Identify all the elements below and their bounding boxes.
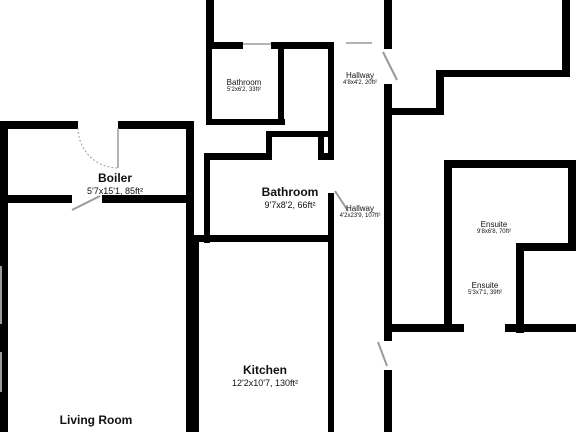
door-leaf	[71, 195, 101, 211]
room-label-ensuite-bottom: Ensuite 5'3x7'1, 39ft²	[456, 281, 514, 297]
room-dimensions: 9'7x8'2, 66ft²	[264, 199, 316, 210]
room-name: Ensuite	[480, 220, 508, 229]
room-label-kitchen: Kitchen 12'2x10'7, 130ft²	[210, 363, 320, 388]
wall	[102, 195, 194, 203]
wall	[328, 243, 334, 432]
wall	[206, 49, 212, 125]
wall	[384, 370, 392, 432]
room-label-boiler: Boiler 5'7x15'1, 85ft²	[60, 171, 170, 196]
wall	[392, 108, 442, 115]
wall	[444, 160, 452, 330]
room-label-hallway-top: Hallway 4'8x4'2, 20ft²	[330, 71, 390, 87]
wall	[0, 195, 72, 203]
room-label-hallway-main: Hallway 4'2x23'9, 107ft²	[331, 204, 389, 220]
wall	[206, 0, 214, 49]
room-dimensions: 5'2x6'2, 33ft²	[227, 87, 261, 94]
door-leaf	[382, 51, 398, 81]
room-label-living-room: Living Room	[46, 413, 146, 428]
window-mark	[0, 352, 2, 392]
room-dimensions: 4'2x23'9, 107ft²	[339, 213, 381, 220]
room-name: Living Room	[59, 413, 133, 427]
wall	[436, 70, 566, 77]
room-dimensions: 5'7x15'1, 85ft²	[87, 185, 143, 196]
wall	[318, 153, 334, 160]
wall	[436, 70, 444, 115]
wall	[278, 49, 284, 125]
door-leaf	[334, 190, 349, 212]
wall	[328, 42, 334, 160]
wall	[384, 0, 392, 49]
wall	[190, 235, 199, 432]
wall	[444, 160, 576, 168]
wall	[0, 121, 8, 432]
room-name: Bathroom	[226, 78, 262, 87]
wall	[392, 324, 464, 332]
wall	[318, 131, 324, 160]
door-leaf	[377, 341, 388, 367]
room-name: Kitchen	[242, 363, 287, 377]
wall	[266, 131, 328, 137]
wall	[505, 324, 576, 332]
wall	[206, 119, 285, 125]
room-name: Hallway	[345, 204, 374, 213]
wall	[568, 160, 576, 250]
wall	[0, 121, 78, 129]
wall	[118, 121, 192, 129]
room-name: Ensuite	[471, 281, 499, 290]
room-name: Boiler	[97, 171, 132, 185]
doors	[71, 42, 398, 367]
wall	[186, 121, 194, 211]
wall	[206, 42, 243, 49]
room-dimensions: 4'8x4'2, 20ft²	[343, 80, 377, 87]
room-name: Bathroom	[261, 185, 319, 199]
room-dimensions: 5'3x7'1, 39ft²	[468, 290, 502, 297]
room-dimensions: 9'8x6'8, 70ft²	[477, 229, 511, 236]
room-label-bathroom-main: Bathroom 9'7x8'2, 66ft²	[240, 185, 340, 210]
room-name: Hallway	[345, 71, 374, 80]
wall	[384, 84, 392, 341]
wall	[516, 243, 576, 251]
wall	[516, 243, 524, 333]
wall	[190, 235, 334, 242]
window-mark	[0, 266, 2, 324]
window-marks	[0, 266, 2, 392]
wall	[204, 153, 210, 243]
room-dimensions: 12'2x10'7, 130ft²	[232, 377, 298, 388]
wall	[562, 0, 570, 77]
room-label-ensuite-top: Ensuite 9'8x6'8, 70ft²	[462, 220, 526, 236]
wall	[266, 131, 272, 160]
room-label-bathroom-small: Bathroom 5'2x6'2, 33ft²	[214, 78, 274, 94]
wall	[204, 153, 272, 160]
wall	[328, 193, 334, 243]
wall	[271, 42, 333, 49]
